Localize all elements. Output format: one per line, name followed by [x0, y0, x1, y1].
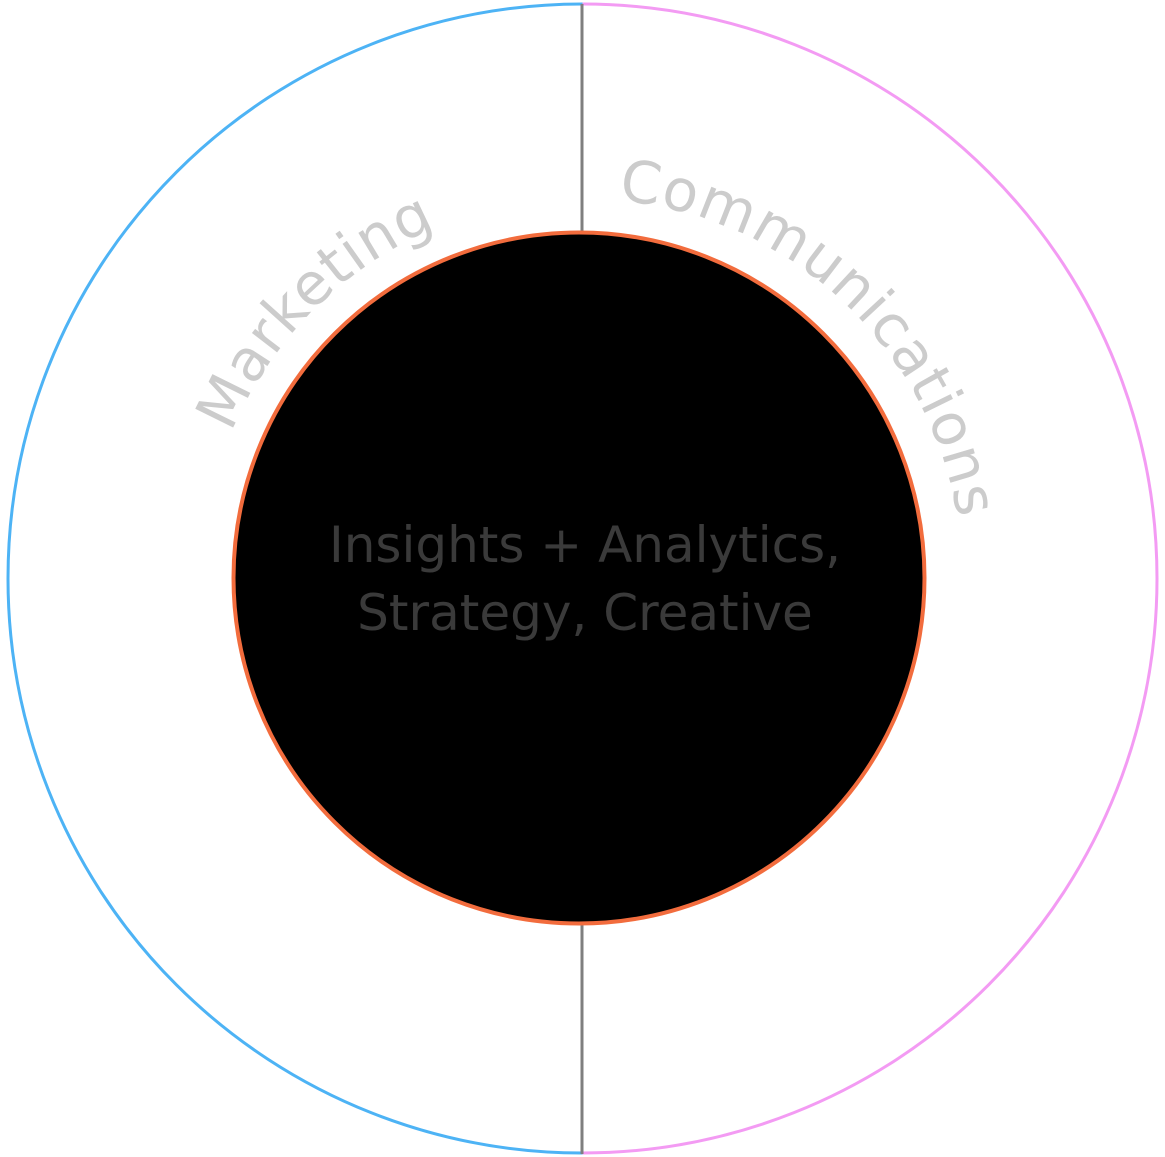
communications-half-circle — [582, 2, 1159, 1155]
core-text-line-2: Strategy, Creative — [357, 584, 813, 642]
marketing-half-circle — [6, 2, 583, 1155]
core-circle — [231, 230, 927, 926]
core-text-line-1: Insights + Analytics, — [329, 516, 841, 574]
